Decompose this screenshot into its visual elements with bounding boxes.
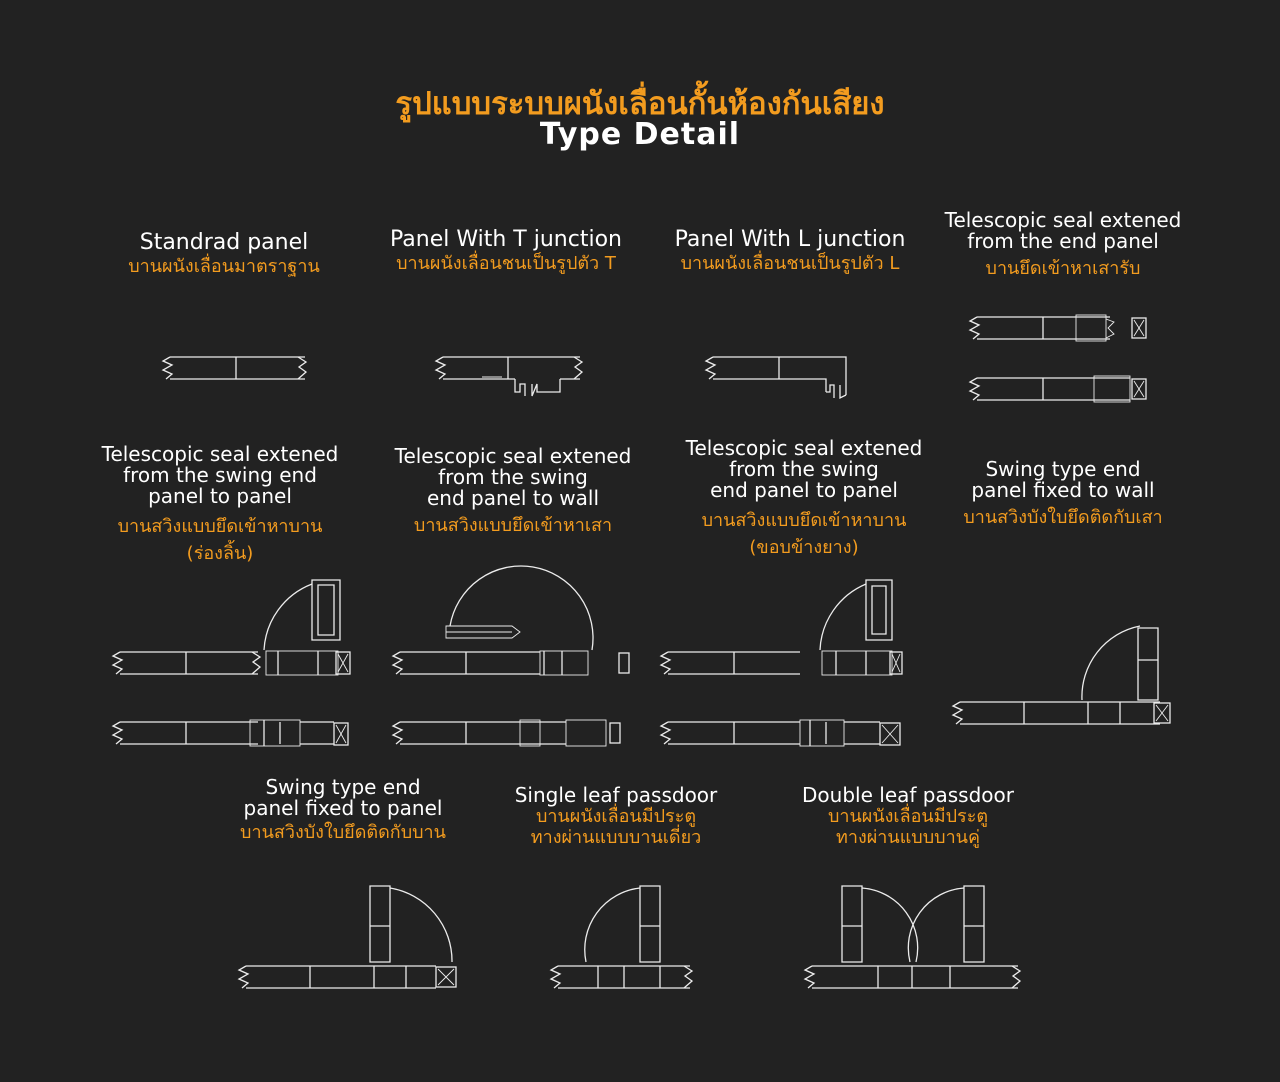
drawing-t-junction bbox=[434, 356, 584, 397]
page-title-thai: รูปแบบระบบผนังเลื่อนกั้นห้องกันเสียง bbox=[395, 86, 885, 122]
type-telescopic-end-panel: Telescopic seal extened from the end pan… bbox=[932, 208, 1194, 280]
drawing-l-junction bbox=[704, 356, 847, 400]
type-en-label: Swing type end panel fixed to wall bbox=[971, 457, 1155, 502]
type-en-label: Telescopic seal extened from the swing e… bbox=[394, 444, 632, 510]
drawing-swing-fixed-to-wall bbox=[951, 625, 1171, 725]
type-en-label: Double leaf passdoor bbox=[802, 783, 1014, 807]
drawing-swing-panel-to-panel-rubber bbox=[659, 579, 903, 747]
drawing-standard-panel bbox=[161, 356, 308, 380]
type-th-label: บานสวิงบังใบยึดติดกับบาน bbox=[240, 822, 446, 843]
type-th-label: บานผนังเลื่อนมีประตู ทางผ่านแบบบานคู่ bbox=[827, 806, 989, 848]
type-th-label: บานผนังเลื่อนมีประตู ทางผ่านแบบบานเดี่ยว bbox=[530, 806, 702, 848]
type-en-label: Swing type end panel fixed to panel bbox=[243, 775, 443, 820]
type-th-label: บานสวิงแบบยึดเข้าหาเสา bbox=[413, 515, 613, 536]
drawing-swing-panel-to-panel-tongue bbox=[111, 579, 351, 747]
type-en-label: Single leaf passdoor bbox=[514, 783, 718, 807]
type-t-junction: Panel With T junction บานผนังเลื่อนชนเป็… bbox=[368, 227, 644, 274]
type-double-leaf-passdoor: Double leaf passdoor บานผนังเลื่อนมีประต… bbox=[778, 783, 1038, 849]
type-th-label: บานสวิงแบบยึดเข้าหาบาน (ร่องลิ้น) bbox=[117, 516, 323, 564]
type-th-label: บานผนังเลื่อนมาตราฐาน bbox=[128, 256, 320, 277]
type-swing-fixed-to-panel: Swing type end panel fixed to panel บานส… bbox=[213, 775, 473, 844]
type-swing-panel-to-panel-tongue: Telescopic seal extened from the swing e… bbox=[90, 444, 350, 567]
drawing-single-leaf-passdoor bbox=[549, 885, 694, 989]
type-en-label: Telescopic seal extened from the end pan… bbox=[944, 208, 1182, 253]
type-th-label: บานสวิงแบบยึดเข้าหาบาน (ขอบข้างยาง) bbox=[701, 510, 907, 558]
type-swing-panel-to-panel-rubber: Telescopic seal extened from the swing e… bbox=[674, 438, 934, 561]
type-standard-panel: Standrad panel บานผนังเลื่อนมาตราฐาน bbox=[104, 230, 344, 277]
type-th-label: บานผนังเลื่อนชนเป็นรูปตัว L bbox=[680, 253, 900, 274]
type-en-label: Panel With L junction bbox=[674, 227, 906, 252]
drawing-swing-fixed-to-panel bbox=[237, 885, 457, 989]
type-th-label: บานสวิงบังใบยึดติดกับเสา bbox=[963, 507, 1163, 528]
type-en-label: Panel With T junction bbox=[390, 227, 622, 252]
type-en-label: Telescopic seal extened from the swing e… bbox=[101, 442, 339, 508]
type-en-label: Telescopic seal extened from the swing e… bbox=[685, 436, 923, 502]
type-single-leaf-passdoor: Single leaf passdoor บานผนังเลื่อนมีประต… bbox=[486, 783, 746, 849]
type-swing-fixed-to-wall: Swing type end panel fixed to wall บานสว… bbox=[932, 457, 1194, 529]
drawing-telescopic-end-panel bbox=[968, 314, 1147, 403]
type-en-label: Standrad panel bbox=[139, 230, 309, 255]
page-title-english: Type Detail bbox=[539, 117, 741, 152]
type-th-label: บานผนังเลื่อนชนเป็นรูปตัว T bbox=[396, 253, 616, 274]
type-l-junction: Panel With L junction บานผนังเลื่อนชนเป็… bbox=[652, 227, 928, 274]
drawing-swing-panel-to-wall bbox=[391, 565, 630, 747]
type-swing-panel-to-wall: Telescopic seal extened from the swing e… bbox=[383, 444, 643, 537]
drawing-double-leaf-passdoor bbox=[803, 885, 1022, 989]
type-th-label: บานยึดเข้าหาเสารับ bbox=[985, 258, 1141, 279]
